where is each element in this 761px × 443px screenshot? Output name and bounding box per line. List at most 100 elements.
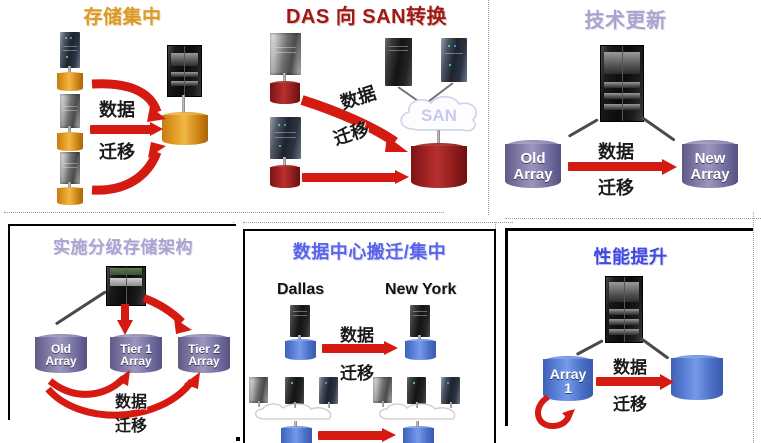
cable-dallas-cluster-1: [258, 401, 260, 407]
storage-cylinder-newyork-top: [405, 339, 436, 362]
storage-array-tier-old: Old Array: [35, 334, 87, 376]
separator-panel6-top: [505, 218, 761, 219]
tier-label-0-line1: Old: [51, 342, 71, 357]
migration-label-refresh-line1: 数据: [598, 142, 634, 162]
storage-cylinder-das-1: [270, 81, 300, 106]
panel-storage-consolidation[interactable]: 存储集中: [0, 0, 245, 212]
panel-technology-refresh[interactable]: 技术更新 Old Array New Array 数据: [490, 0, 761, 212]
arrow-old-to-tier2: [45, 372, 200, 419]
cable-newyork-cluster-2: [416, 402, 418, 408]
migration-arrow-performance: [596, 377, 662, 386]
network-cloud-dallas: [255, 403, 332, 420]
panel-das-to-san[interactable]: DAS 向 SAN转换: [245, 0, 488, 212]
storage-cylinder-target: [162, 112, 208, 148]
storage-array-tier-2: Tier 2 Array: [178, 334, 230, 376]
storage-array-tier-1: Tier 1 Array: [110, 334, 162, 376]
storage-array-old: Old Array: [505, 140, 561, 192]
array-label-new-line2: Array: [690, 165, 730, 183]
san-cloud-shape: [400, 95, 477, 132]
panel-title-tiered-storage: 实施分级存储架构: [53, 238, 193, 257]
migration-arrow-straight-das: [302, 173, 397, 182]
panel-title-das-to-san: DAS 向 SAN转换: [285, 6, 448, 28]
panel-tiered-storage[interactable]: 实施分级存储架构 Old Array Tier 1 Array: [10, 226, 236, 443]
migration-arrow-curved-bottom: [91, 142, 166, 195]
tier-label-2-line2: Array: [188, 354, 220, 369]
storage-cylinder-newyork-bottom: [403, 426, 434, 443]
migration-arrow-refresh-head: [662, 159, 677, 175]
server-tower-dallas-cluster-2: [285, 377, 304, 404]
migration-arrow-datacenter-top-head: [384, 341, 398, 355]
cable-san-to-storage: [437, 130, 440, 146]
network-cloud-newyork: [379, 403, 456, 420]
migration-arrow-curved-das: [300, 95, 408, 152]
migration-label-performance-line2: 迁移: [613, 395, 647, 414]
storage-array-new: New Array: [682, 140, 738, 192]
cable-dallas-cluster-down: [294, 421, 297, 429]
panel-title-storage-consolidation: 存储集中: [83, 7, 162, 28]
frame-panel5-right: [492, 229, 496, 443]
server-tower-dallas-top: [290, 305, 310, 337]
migration-arrow-performance-head: [660, 374, 674, 390]
separator-col2-col3: [488, 0, 489, 215]
storage-array-refresh: [600, 45, 644, 122]
arrow-old-to-tier1: [47, 370, 130, 398]
cable-newyork-cluster-down: [416, 421, 419, 429]
migration-label-performance-line1: 数据: [613, 358, 647, 377]
storage-cylinder-das-2: [270, 165, 300, 190]
san-cloud-label: SAN: [421, 106, 457, 125]
server-tower-dallas-cluster-3: [319, 377, 338, 404]
cable-dallas-top: [298, 335, 301, 341]
server-tower-newyork-cluster-2: [407, 377, 426, 404]
storage-cylinder-source-1: [57, 72, 83, 92]
cable-source-2: [68, 126, 71, 134]
storage-cylinder-dallas-bottom: [281, 426, 312, 443]
migration-label-datacenter-line2: 迁移: [340, 364, 374, 383]
storage-cylinder-source-3: [57, 187, 83, 206]
server-rack-tiered: [106, 266, 146, 306]
migration-arrow-datacenter-bottom: [318, 431, 384, 440]
array-label-new-line1: New: [694, 150, 726, 168]
migration-arrow-refresh: [568, 162, 664, 171]
server-tower-source-3: [60, 152, 80, 184]
server-tower-san-2: [441, 38, 467, 82]
frame-panel5-top: [243, 229, 496, 232]
server-tower-source-1: [60, 32, 80, 68]
panel-performance-improvement[interactable]: 性能提升 Array 1 数据 迁移: [508, 231, 753, 443]
tier-label-1-line1: Tier 1: [120, 342, 152, 357]
tier-label-2-line1: Tier 2: [188, 342, 220, 357]
migration-label-tier-line1: 数据: [115, 394, 148, 411]
loopback-arrow-performance: [535, 394, 575, 429]
migration-label-line1: 数据: [99, 100, 135, 120]
frame-panel6-top: [505, 228, 753, 231]
separator-canvas-right: [753, 0, 754, 443]
arrow-rack-to-tier1: [117, 294, 192, 335]
site-label-target: New York: [385, 281, 457, 298]
server-tower-source-2: [60, 94, 80, 128]
storage-array-performance-source: Array 1: [543, 356, 593, 404]
cable-newyork-top: [418, 335, 421, 341]
cable-newyork-cluster-1: [382, 401, 384, 407]
migration-arrow-datacenter-top: [322, 344, 386, 353]
server-tower-das-2: [270, 117, 301, 159]
panel-title-performance-improvement: 性能提升: [593, 247, 668, 267]
migration-label-line2: 迁移: [99, 142, 135, 162]
migration-arrow-straight-head: [150, 122, 163, 136]
server-tower-newyork-cluster-3: [441, 377, 460, 404]
cable-source-3: [68, 182, 71, 189]
array-label-performance-line1: Array: [549, 365, 587, 382]
cable-das-2: [283, 157, 286, 166]
array-label-performance-line2: 1: [564, 379, 572, 396]
cable-target: [182, 95, 185, 115]
cable-dallas-cluster-2: [294, 402, 296, 408]
site-label-source: Dallas: [277, 281, 325, 298]
array-label-old-line2: Array: [513, 165, 553, 183]
panel-datacenter-migration[interactable]: 数据中心搬迁/集中 Dallas New York 数据 迁移: [245, 231, 494, 443]
migration-label-tier-line2: 迁移: [115, 418, 148, 435]
migration-label-refresh-line2: 迁移: [598, 178, 634, 198]
frame-panel4-top: [8, 224, 236, 227]
storage-cylinder-dallas-top: [285, 339, 316, 362]
tier-label-0-line2: Array: [45, 354, 77, 369]
frame-panel6-left: [505, 228, 508, 425]
migration-arrow-straight-das-head: [395, 170, 409, 184]
cable-newyork-cluster-3: [450, 402, 452, 408]
